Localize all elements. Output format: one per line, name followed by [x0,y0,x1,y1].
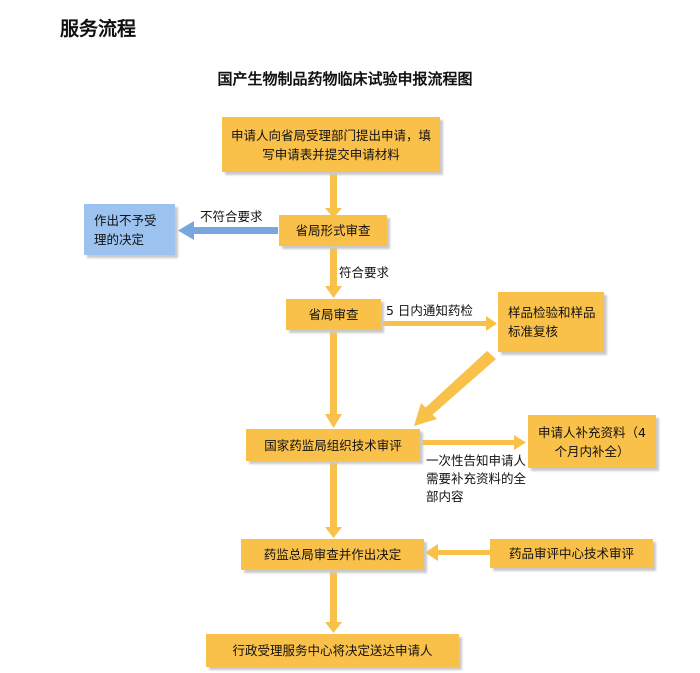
label-notify-test: 5 日内通知药检 [386,303,473,318]
node-center-review: 药品审评中心技术审评 [490,539,653,568]
diagram-title: 国产生物制品药物临床试验申报流程图 [217,70,473,88]
arrow-formal-to-reject [178,221,278,240]
label-not-compliant: 不符合要求 [200,209,263,224]
section-title: 服务流程 [60,18,137,40]
arrow-center-to-decision [425,544,492,561]
arrow-apply-to-formal [325,172,342,218]
arrow-formal-to-provincial [325,246,342,298]
node-supplement: 申请人补充资料（4个月内补全） [528,415,656,468]
node-deliver: 行政受理服务中心将决定送达申请人 [206,634,459,667]
node-apply: 申请人向省局受理部门提出申请，填写申请表并提交申请材料 [222,117,440,172]
arrow-provincial-to-technical [325,330,342,428]
node-technical-review: 国家药监局组织技术审评 [246,429,420,461]
arrow-technical-to-decision [325,461,342,538]
arrow-decision-to-deliver [325,570,342,633]
arrow-sample-to-technical [414,351,496,426]
node-provincial-review: 省局审查 [286,299,381,330]
label-compliant: 符合要求 [339,265,390,280]
node-sample-test: 样品检验和样品标准复核 [498,292,604,352]
arrow-technical-to-supplement [422,435,526,450]
node-formal-review: 省局形式审查 [279,215,387,246]
label-one-time-notice: 一次性告知申请人需要补充资料的全部内容 [426,453,527,504]
node-decision: 药监总局审查并作出决定 [241,539,424,570]
node-reject: 作出不予受理的决定 [84,204,175,255]
arrow-provincial-to-sample [382,316,497,331]
